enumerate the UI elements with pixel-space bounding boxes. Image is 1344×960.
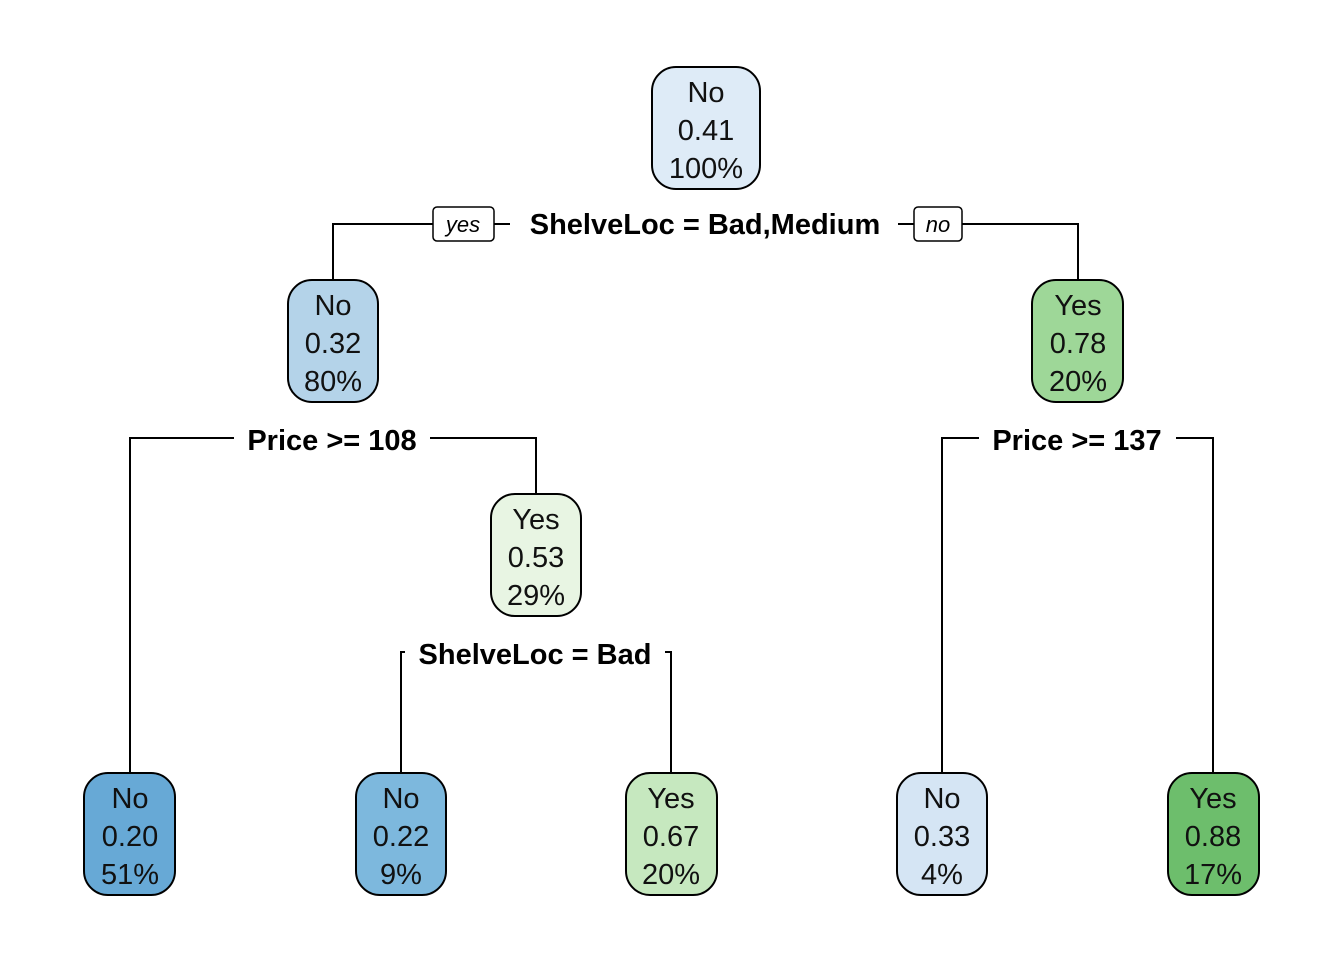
svg-text:100%: 100%	[669, 153, 743, 185]
svg-text:yes: yes	[444, 212, 480, 237]
svg-text:Yes: Yes	[1054, 290, 1101, 322]
leaf-node-6: No 0.33 4%	[896, 772, 988, 896]
edge-root-left	[332, 223, 437, 280]
split-label-shelveloc-bad: ShelveLoc = Bad	[419, 639, 652, 671]
svg-text:20%: 20%	[642, 859, 700, 891]
node-2: No 0.32 80%	[287, 279, 379, 403]
leaf-node-11: Yes 0.67 20%	[625, 772, 718, 896]
node-5: Yes 0.53 29%	[490, 493, 582, 617]
edge-n5-right	[665, 651, 672, 773]
leaf-node-4: No 0.20 51%	[83, 772, 176, 896]
edge-n2-right	[430, 437, 537, 494]
branch-no-label: no	[913, 206, 963, 242]
svg-text:51%: 51%	[101, 859, 159, 891]
svg-text:0.41: 0.41	[678, 115, 734, 147]
svg-text:no: no	[926, 212, 950, 237]
svg-text:17%: 17%	[1184, 859, 1242, 891]
node-3-box	[1031, 279, 1124, 403]
node-root-box	[651, 66, 761, 190]
leaf-node-4-box	[83, 772, 176, 896]
svg-text:4%: 4%	[921, 859, 963, 891]
svg-text:9%: 9%	[380, 859, 422, 891]
svg-text:No: No	[111, 783, 148, 815]
node-root: No 0.41 100%	[651, 66, 761, 190]
node-2-box	[287, 279, 379, 403]
svg-text:0.53: 0.53	[508, 542, 564, 574]
tree-edges	[129, 223, 1214, 773]
leaf-node-7-box	[1167, 772, 1260, 896]
leaf-node-10-box	[355, 772, 447, 896]
svg-text:No: No	[314, 290, 351, 322]
svg-text:80%: 80%	[304, 366, 362, 398]
svg-text:0.88: 0.88	[1185, 821, 1241, 853]
split-label-shelveloc-bad-medium: ShelveLoc = Bad,Medium	[530, 209, 881, 241]
edge-root-right	[962, 223, 1079, 280]
svg-text:0.67: 0.67	[643, 821, 699, 853]
svg-text:No: No	[923, 783, 960, 815]
edge-n2-left	[129, 437, 234, 773]
svg-text:Yes: Yes	[1189, 783, 1236, 815]
svg-text:0.33: 0.33	[914, 821, 970, 853]
leaf-node-11-box	[625, 772, 718, 896]
svg-text:29%: 29%	[507, 580, 565, 612]
leaf-node-7: Yes 0.88 17%	[1167, 772, 1260, 896]
svg-text:0.78: 0.78	[1050, 328, 1106, 360]
svg-text:20%: 20%	[1049, 366, 1107, 398]
svg-text:No: No	[687, 77, 724, 109]
svg-text:0.22: 0.22	[373, 821, 429, 853]
split-label-price-108: Price >= 108	[247, 425, 416, 457]
leaf-node-10: No 0.22 9%	[355, 772, 447, 896]
svg-text:Yes: Yes	[512, 504, 559, 536]
edge-n3-right	[1176, 437, 1214, 773]
svg-text:0.32: 0.32	[305, 328, 361, 360]
edge-n3-left	[941, 437, 979, 773]
node-3: Yes 0.78 20%	[1031, 279, 1124, 403]
svg-text:No: No	[382, 783, 419, 815]
svg-text:0.20: 0.20	[102, 821, 158, 853]
branch-yes-label: yes	[432, 206, 495, 242]
svg-text:Yes: Yes	[647, 783, 694, 815]
leaf-node-6-box	[896, 772, 988, 896]
node-5-box	[490, 493, 582, 617]
edge-n5-left	[400, 651, 405, 773]
split-label-price-137: Price >= 137	[992, 425, 1161, 457]
